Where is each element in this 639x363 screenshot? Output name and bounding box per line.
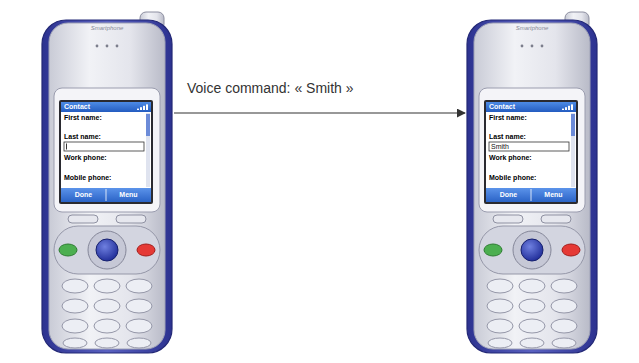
number-key: [62, 299, 88, 313]
number-key: [520, 338, 544, 348]
phone-node: SmartphoneContactFirst name: Last name: Wo…: [40, 10, 174, 355]
signal-bar: [137, 109, 139, 110]
earpiece-dot: [96, 45, 99, 48]
signal-bar: [565, 107, 567, 110]
number-key: [126, 319, 152, 333]
field-value: Smith: [491, 142, 567, 151]
brand-label: Smartphone: [40, 24, 174, 32]
nav-ring: [513, 231, 551, 269]
title-bar: [61, 102, 151, 112]
earpiece-dot: [521, 45, 524, 48]
brand-label: Smartphone: [465, 24, 599, 32]
field-label: Last name:: [489, 132, 569, 141]
number-key: [126, 279, 152, 293]
number-key: [62, 319, 88, 333]
nav-button: [96, 239, 118, 261]
title-bar: [486, 102, 576, 112]
soft-key-bar: [61, 188, 151, 202]
signal-bar: [146, 104, 148, 110]
scroll-thumb: [146, 114, 150, 136]
input-field: [64, 142, 144, 151]
screen-title: Contact: [489, 102, 549, 112]
screen-frame: [59, 100, 153, 204]
screen-frame: [484, 100, 578, 204]
phone-node: SmartphoneContactFirst name: Last name:Sm…: [465, 10, 599, 355]
signal-bar: [568, 106, 570, 110]
earpiece-dot: [531, 45, 534, 48]
number-key: [519, 319, 545, 333]
field-label: Last name:: [64, 132, 144, 141]
soft-key: [493, 215, 523, 223]
number-key: [487, 279, 513, 293]
signal-bar: [140, 107, 142, 110]
soft-key: [541, 215, 571, 223]
number-key: [551, 319, 577, 333]
number-key: [63, 338, 87, 348]
screen-node: ContactFirst name: Last name: Work phone: M…: [61, 102, 151, 202]
call-key: [59, 244, 77, 256]
number-key: [62, 279, 88, 293]
screen-background: [61, 102, 151, 202]
soft-key-label: Menu: [531, 188, 576, 202]
phone-face: [474, 23, 590, 349]
field-label: First name:: [489, 113, 569, 122]
edge-label: Voice command: « Smith »: [187, 79, 465, 97]
soft-key-divider: [106, 189, 107, 201]
signal-bar: [562, 109, 564, 110]
call-key: [484, 244, 502, 256]
soft-key: [116, 215, 146, 223]
earpiece-dot: [106, 45, 109, 48]
field-label: Mobile phone:: [489, 173, 569, 182]
nav-cluster: [479, 226, 585, 274]
screen-bezel: [479, 88, 585, 212]
signal-bar: [571, 104, 573, 110]
screen-node: ContactFirst name: Last name:SmithWork ph…: [486, 102, 576, 202]
number-key: [552, 338, 576, 348]
number-key: [488, 338, 512, 348]
number-key: [519, 299, 545, 313]
nav-button: [521, 239, 543, 261]
soft-key-divider: [531, 189, 532, 201]
number-key: [127, 338, 151, 348]
number-key: [487, 319, 513, 333]
soft-key-bar: [486, 188, 576, 202]
scroll-track: [571, 113, 575, 187]
end-key: [137, 244, 155, 256]
number-key: [487, 299, 513, 313]
arrow-connector: [174, 112, 465, 113]
input-field: [489, 142, 569, 151]
signal-bar: [143, 106, 145, 110]
scroll-track: [146, 113, 150, 187]
field-label: First name:: [64, 113, 144, 122]
field-label: Work phone:: [64, 153, 144, 162]
number-key: [126, 299, 152, 313]
field-label: Work phone:: [489, 153, 569, 162]
scroll-thumb: [571, 114, 575, 136]
soft-key-label: Done: [61, 188, 106, 202]
number-key: [95, 338, 119, 348]
screen-bezel: [54, 88, 160, 212]
screen-background: [486, 102, 576, 202]
text-cursor: [66, 144, 67, 150]
earpiece-dot: [116, 45, 119, 48]
earpiece-dot: [541, 45, 544, 48]
nav-cluster: [54, 226, 160, 274]
screen-title: Contact: [64, 102, 124, 112]
number-key: [551, 279, 577, 293]
number-key: [94, 319, 120, 333]
end-key: [562, 244, 580, 256]
nav-ring: [88, 231, 126, 269]
phone-shell: [42, 20, 172, 353]
field-label: Mobile phone:: [64, 173, 144, 182]
phone-shell: [467, 20, 597, 353]
number-key: [519, 279, 545, 293]
soft-key: [68, 215, 98, 223]
number-key: [94, 279, 120, 293]
number-key: [551, 299, 577, 313]
number-key: [94, 299, 120, 313]
soft-key-label: Menu: [106, 188, 151, 202]
soft-key-label: Done: [486, 188, 531, 202]
phone-face: [49, 23, 165, 349]
